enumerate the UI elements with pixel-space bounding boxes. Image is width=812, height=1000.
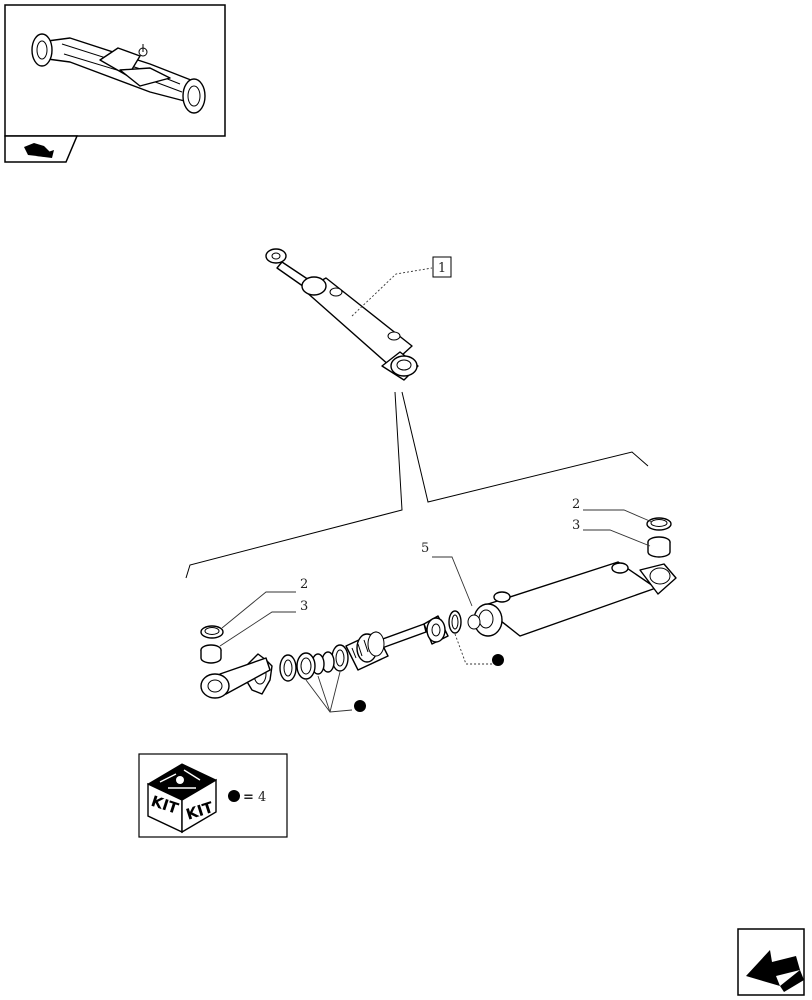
svg-text:3: 3 — [300, 599, 308, 614]
kit-box-icon: KIT KIT — [146, 763, 218, 834]
svg-text:2: 2 — [300, 577, 308, 592]
callout-bushing-right[interactable]: 3 — [572, 518, 651, 547]
bushing-right[interactable] — [647, 536, 671, 558]
axle-thumbnail-icon — [31, 33, 206, 114]
assembly-label: 1 — [438, 261, 446, 276]
bushing-left[interactable] — [200, 644, 222, 664]
assembly-callout-1[interactable]: 1 — [351, 256, 452, 317]
piston-seals[interactable] — [279, 644, 349, 682]
callout-bushing-left[interactable]: 3 — [219, 599, 308, 647]
snap-ring-right[interactable] — [646, 517, 672, 531]
kit-marker-legend-icon — [228, 790, 240, 802]
cylinder-barrel[interactable] — [467, 561, 677, 637]
callout-ring-left[interactable]: 2 — [221, 577, 308, 629]
kit-equals: = — [243, 790, 254, 805]
rod-eye[interactable] — [200, 657, 271, 699]
svg-text:2: 2 — [572, 497, 580, 512]
kit-legend: KIT KIT = 4 — [138, 753, 288, 838]
thumbnail-panel[interactable] — [4, 4, 226, 137]
svg-text:3: 3 — [572, 518, 580, 533]
callout-seal-kit-5[interactable]: 5 — [421, 541, 473, 607]
piston-rod[interactable] — [345, 623, 427, 671]
tractor-tab[interactable] — [4, 135, 79, 163]
kit-marker-left[interactable] — [305, 671, 366, 713]
snap-ring-left[interactable] — [200, 625, 224, 639]
callout-ring-right[interactable]: 2 — [572, 497, 653, 523]
guide-bushing[interactable] — [423, 615, 449, 645]
kit-number: 4 — [258, 790, 266, 805]
previous-page-arrow-icon — [746, 950, 804, 992]
svg-text:5: 5 — [421, 541, 429, 556]
seal-ring-right[interactable] — [448, 610, 462, 634]
kit-marker-right[interactable] — [454, 633, 504, 666]
tractor-tab-icon — [24, 143, 54, 158]
explosion-leaders — [185, 391, 649, 579]
previous-page-button[interactable] — [737, 928, 805, 996]
assembled-cylinder[interactable] — [265, 248, 419, 381]
